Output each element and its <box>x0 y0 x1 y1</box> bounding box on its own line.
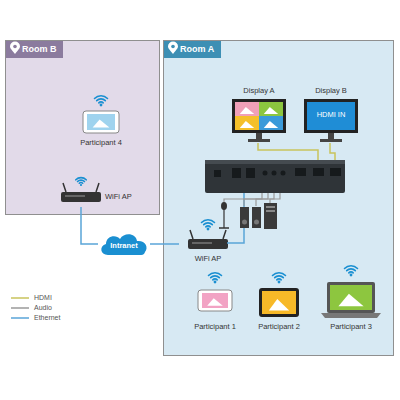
participant-device: Participant 4 <box>56 85 146 157</box>
room-region: Room A Display A Display B HDMI IN WiFi AP Pa… <box>163 40 394 356</box>
display: Display B HDMI IN <box>298 87 364 147</box>
pc-tower-icon <box>264 203 277 229</box>
display: Display A <box>226 87 292 147</box>
legend-line-sample <box>10 313 30 323</box>
participant-device: Participant 2 <box>248 269 310 335</box>
room-title: Room A <box>180 44 214 54</box>
device-icon <box>59 173 154 207</box>
microphone-icon <box>219 202 229 228</box>
ethernet-connector <box>150 244 179 245</box>
legend-row: Audio <box>10 303 80 313</box>
legend-row: Ethernet <box>10 313 80 323</box>
ethernet-connector <box>81 207 98 244</box>
legend-label: Audio <box>34 304 52 311</box>
device-label: WiFi AP <box>179 255 237 264</box>
legend-label: Ethernet <box>34 314 60 321</box>
device-label: WiFi AP <box>105 193 132 202</box>
legend-row: HDMI <box>10 293 80 303</box>
device-icon <box>226 87 292 147</box>
participant-label: Participant 1 <box>184 323 246 332</box>
room-region: Room B Participant 4 WiFi AP <box>5 40 160 215</box>
network-cloud: Intranet <box>98 231 150 257</box>
wifi-access-point: WiFi AP <box>59 173 154 207</box>
legend-line-sample <box>10 293 30 303</box>
hdmi-wires <box>258 143 335 160</box>
legend: HDMI AudioEthernet <box>10 293 80 323</box>
participant-device: Participant 3 <box>313 263 389 335</box>
legend-line-sample <box>10 303 30 313</box>
participant-device: Participant 1 <box>184 269 246 335</box>
legend-label: HDMI <box>34 294 52 301</box>
participant-label: Participant 3 <box>313 323 389 332</box>
participant-label: Participant 2 <box>248 323 310 332</box>
participant-label: Participant 4 <box>56 139 146 148</box>
display-label: Display A <box>226 87 292 96</box>
display-label: Display B <box>298 87 364 96</box>
screen-text: HDMI IN <box>307 111 355 120</box>
network-label: Intranet <box>98 242 150 251</box>
switcher-device <box>205 160 345 193</box>
room-title: Room B <box>22 44 57 54</box>
speaker-icons <box>240 207 261 228</box>
